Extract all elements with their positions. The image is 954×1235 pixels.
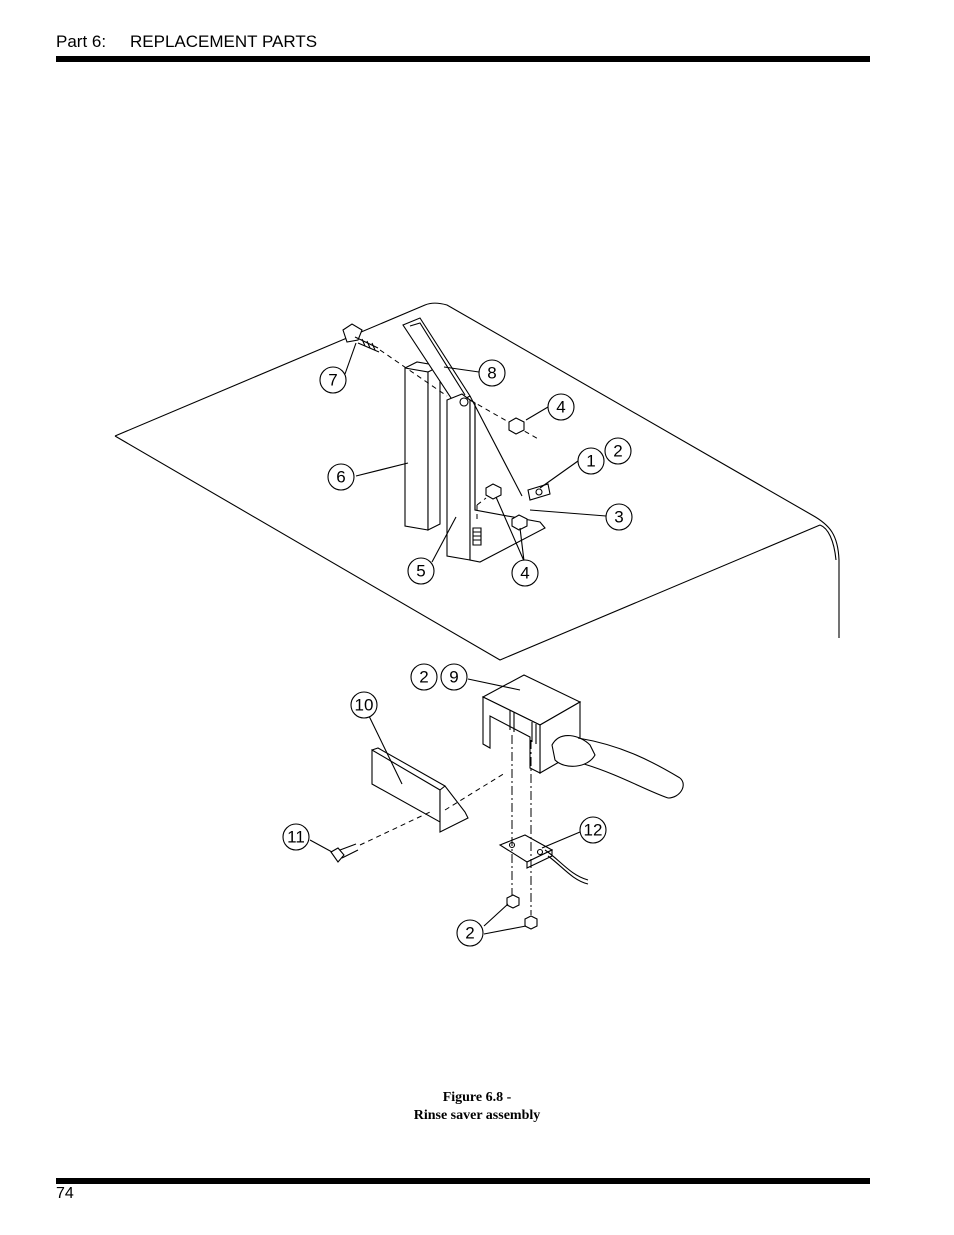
callout-4-lower: 4 bbox=[511, 559, 539, 587]
switch-part-12 bbox=[498, 735, 589, 915]
callout-7: 7 bbox=[319, 366, 347, 394]
svg-text:1: 1 bbox=[586, 452, 595, 471]
callout-2-nuts: 2 bbox=[456, 919, 484, 947]
screw-part-11 bbox=[330, 811, 431, 863]
svg-text:8: 8 bbox=[487, 364, 496, 383]
callout-5: 5 bbox=[407, 557, 435, 585]
svg-text:10: 10 bbox=[355, 696, 374, 715]
nuts-part-4 bbox=[469, 399, 541, 546]
callout-4-upper: 4 bbox=[547, 393, 575, 421]
svg-text:7: 7 bbox=[328, 371, 337, 390]
page-number: 74 bbox=[56, 1185, 74, 1202]
callout-3: 3 bbox=[605, 503, 633, 531]
header-part-label: Part 6: bbox=[56, 32, 107, 51]
screw-part-7 bbox=[342, 323, 448, 397]
callout-2-housing: 2 bbox=[410, 663, 438, 691]
figure-number: Figure 6.8 - bbox=[442, 1090, 512, 1105]
callout-10: 10 bbox=[350, 691, 378, 719]
svg-text:3: 3 bbox=[614, 508, 623, 527]
svg-text:9: 9 bbox=[449, 668, 458, 687]
nuts-part-2 bbox=[506, 894, 538, 930]
footer-rule bbox=[56, 1178, 870, 1184]
leader-lines bbox=[309, 342, 607, 935]
callout-11: 11 bbox=[282, 823, 310, 851]
cable bbox=[551, 735, 684, 799]
svg-text:4: 4 bbox=[556, 398, 565, 417]
callout-2-upper: 2 bbox=[604, 437, 632, 465]
header-section-title: REPLACEMENT PARTS bbox=[130, 32, 318, 51]
callout-6: 6 bbox=[327, 463, 355, 491]
svg-text:5: 5 bbox=[416, 562, 425, 581]
callout-12: 12 bbox=[579, 816, 607, 844]
svg-text:4: 4 bbox=[520, 564, 529, 583]
svg-text:12: 12 bbox=[584, 821, 603, 840]
svg-text:2: 2 bbox=[465, 924, 474, 943]
callout-8: 8 bbox=[478, 359, 506, 387]
spacer-block-part-6 bbox=[404, 361, 441, 531]
svg-text:11: 11 bbox=[287, 828, 305, 847]
svg-text:6: 6 bbox=[336, 468, 345, 487]
figure-caption: Rinse saver assembly bbox=[413, 1108, 541, 1123]
callout-9: 9 bbox=[440, 663, 468, 691]
magnet-part-1 bbox=[469, 395, 551, 501]
callout-1: 1 bbox=[577, 447, 605, 475]
cover-part-10 bbox=[371, 747, 506, 833]
header-rule bbox=[56, 56, 870, 62]
table-surface bbox=[114, 302, 840, 661]
bracket-part-5 bbox=[446, 393, 546, 563]
svg-text:2: 2 bbox=[419, 668, 428, 687]
svg-text:2: 2 bbox=[613, 442, 622, 461]
